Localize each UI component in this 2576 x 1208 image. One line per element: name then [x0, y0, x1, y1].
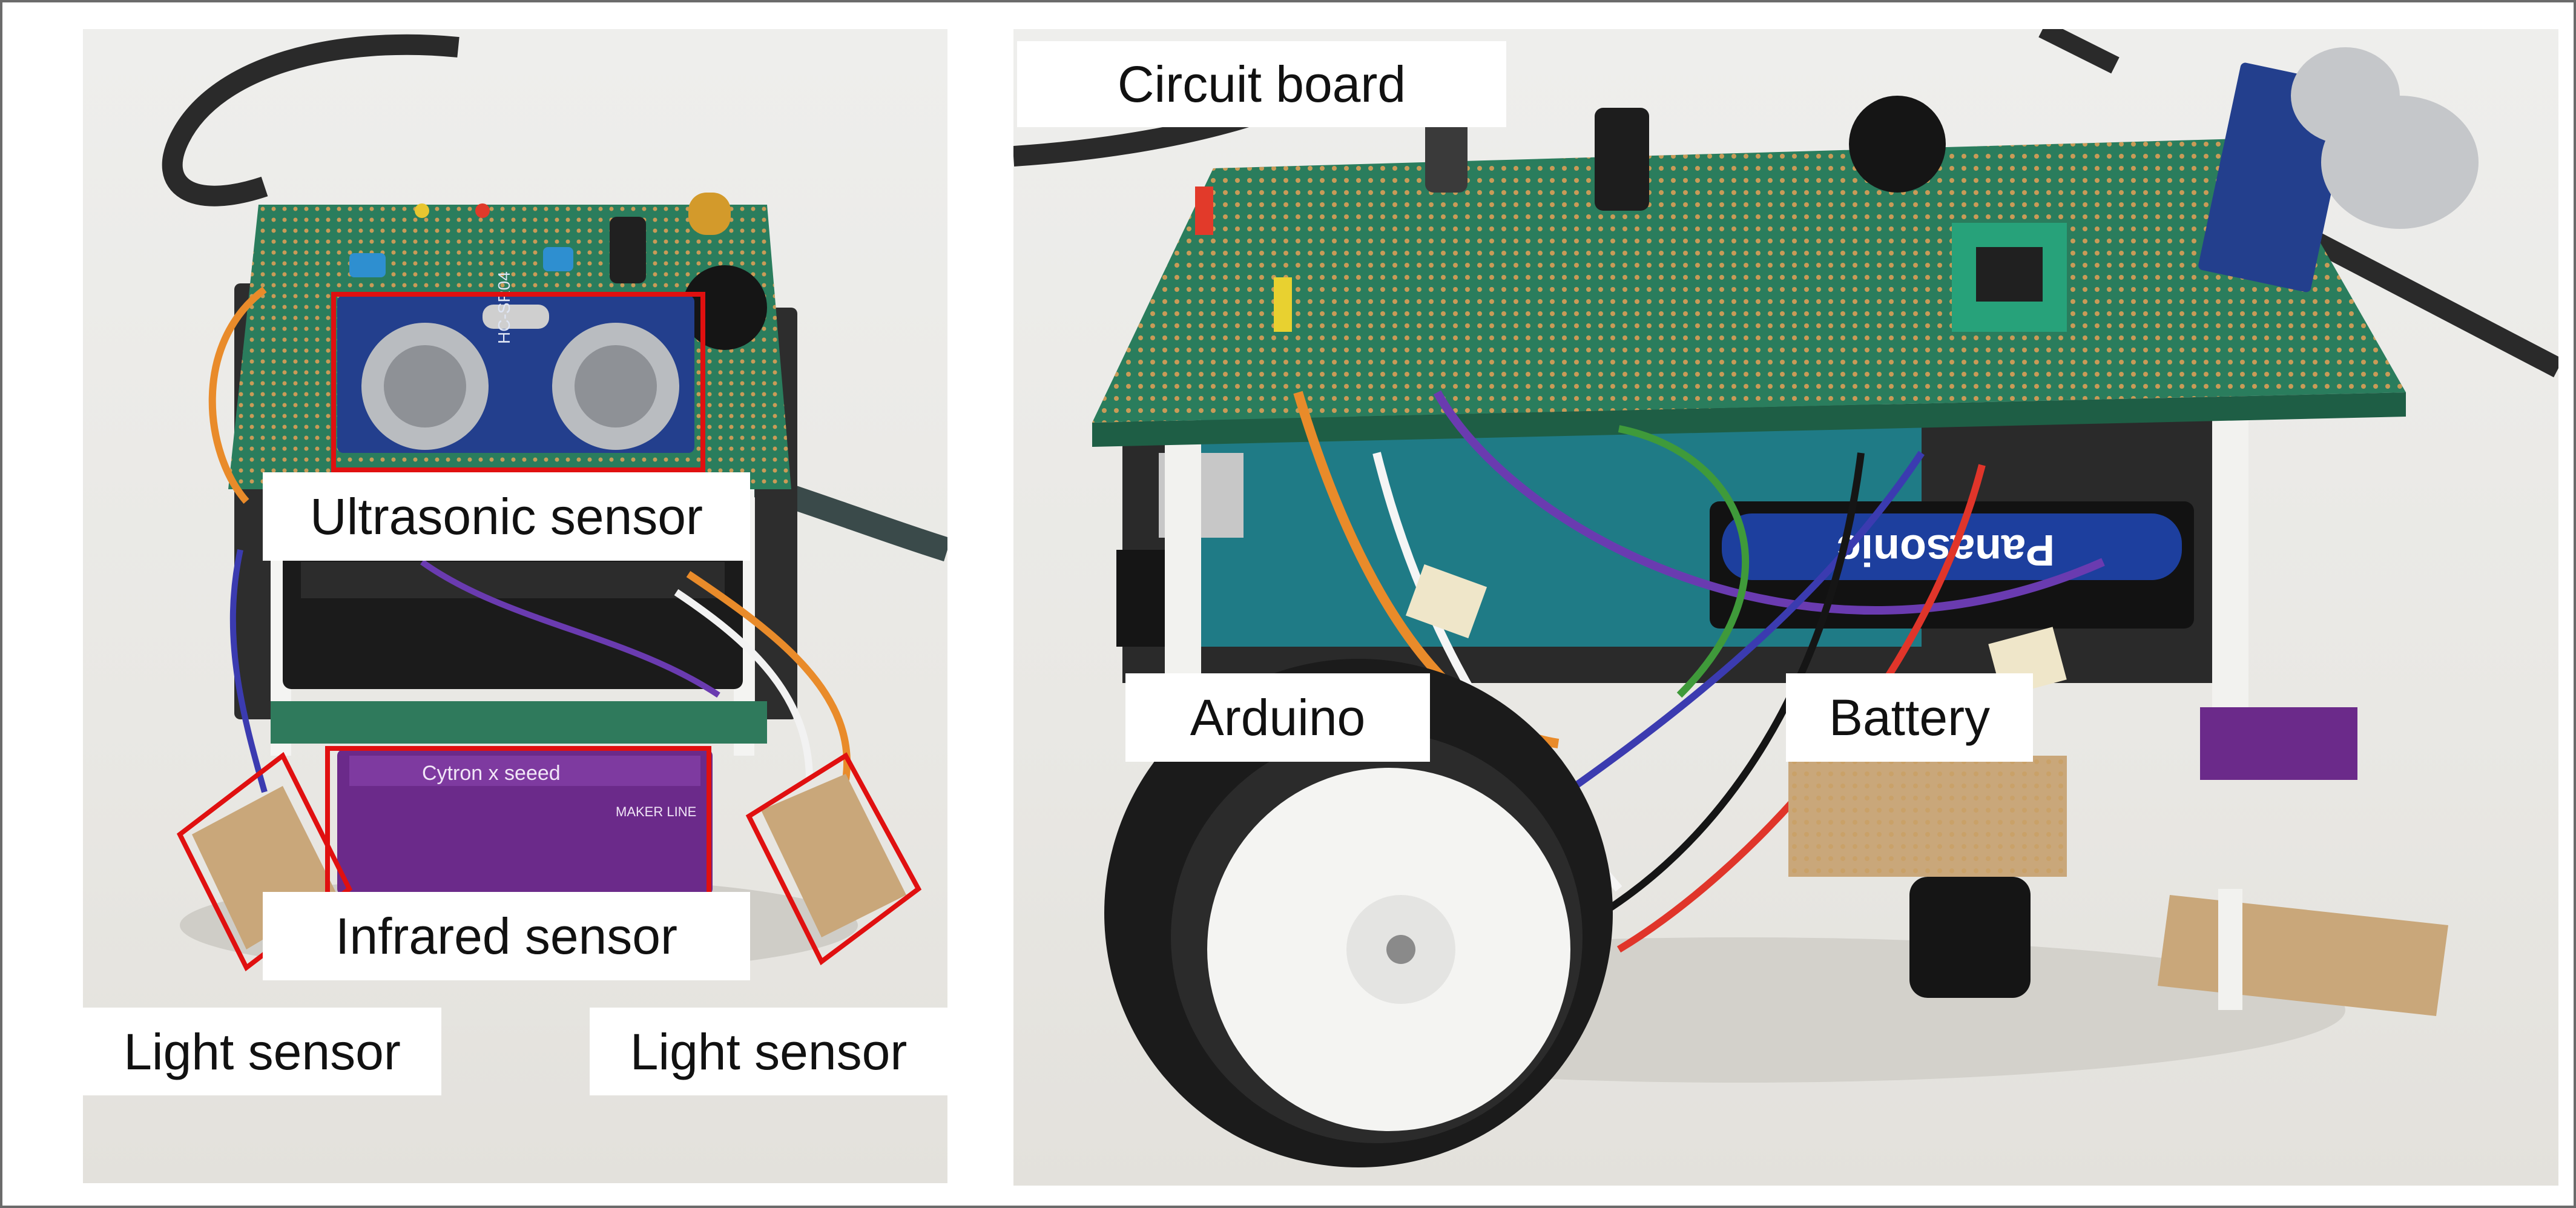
robot-side-illustration: Panasonic — [1013, 29, 2558, 1167]
robot-side-photo: Panasonic — [1013, 29, 2558, 1186]
label-light-sensor-left: Light sensor — [83, 1008, 441, 1095]
ultrasonic-module-text: HC-SR04 — [495, 271, 513, 344]
label-infrared-sensor: Infrared sensor — [263, 892, 750, 980]
label-arduino: Arduino — [1125, 673, 1430, 762]
label-ultrasonic-sensor: Ultrasonic sensor — [263, 472, 750, 561]
ir-board-brand-text: Cytron x seeed — [422, 762, 561, 785]
label-light-sensor-right: Light sensor — [590, 1008, 947, 1095]
ir-board-name-text: MAKER LINE — [616, 804, 696, 819]
label-battery: Battery — [1786, 673, 2033, 762]
label-circuit-board: Circuit board — [1017, 41, 1506, 127]
